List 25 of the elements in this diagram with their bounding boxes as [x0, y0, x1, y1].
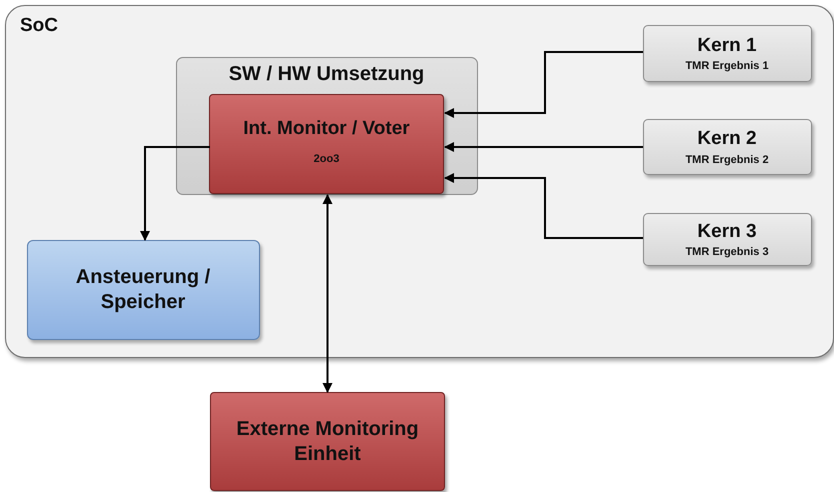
- node-subtitle: TMR Ergebnis 1: [685, 60, 769, 72]
- arrow: [444, 142, 643, 152]
- core-box: [642, 118, 812, 174]
- node-title: Ansteuerung / Speicher: [74, 264, 212, 314]
- core-box: [642, 24, 812, 82]
- node-title: Externe Monitoring Einheit: [235, 416, 420, 466]
- voter-box: [209, 94, 444, 194]
- implementation-box: [176, 56, 478, 194]
- node-title: Int. Monitor / Voter: [243, 117, 410, 141]
- core-box: [642, 212, 812, 266]
- arrow: [444, 51, 643, 118]
- node-subtitle: TMR Ergebnis 3: [685, 246, 769, 258]
- node-title: Kern 2: [697, 127, 757, 151]
- arrow: [140, 146, 210, 241]
- node-title: Kern 1: [697, 34, 757, 58]
- node-title: SW / HW Umsetzung: [228, 62, 424, 86]
- arrow: [322, 194, 332, 393]
- arrow: [444, 173, 643, 239]
- node-title: Kern 3: [697, 220, 757, 244]
- external-monitor-box: [210, 392, 445, 491]
- node-subtitle: 2oo3: [314, 152, 340, 165]
- node-title: SoC: [20, 14, 58, 38]
- node-subtitle: TMR Ergebnis 2: [685, 154, 769, 166]
- control-storage-box: [26, 240, 260, 340]
- soc-container: [5, 5, 834, 358]
